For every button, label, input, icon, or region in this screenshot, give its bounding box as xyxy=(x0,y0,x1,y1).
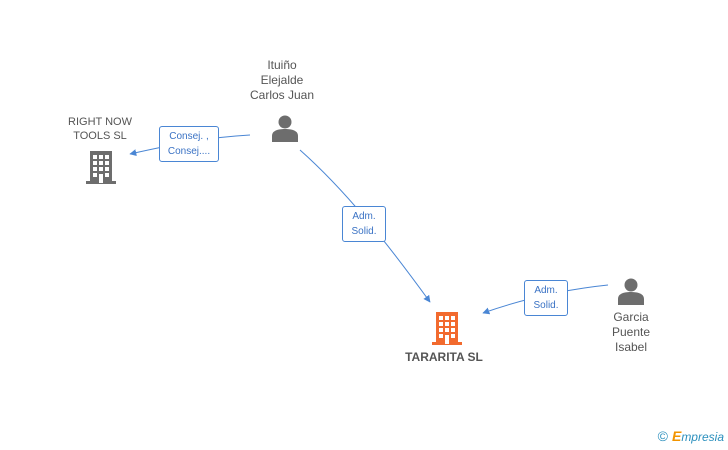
person-ituino-line3: Carlos Juan xyxy=(249,88,315,102)
edge-label-adm-solid-ituino-line1: Adm. xyxy=(352,211,376,222)
person-garcia-line1: Garcia xyxy=(613,310,649,324)
edge-label-adm-solid-garcia-line2: Solid. xyxy=(533,300,559,311)
company-right-now-line1: RIGHT NOW xyxy=(68,116,132,128)
person-garcia-line3: Isabel xyxy=(614,340,648,354)
building-icon[interactable] xyxy=(84,149,118,185)
edge-label-adm-solid-ituino[interactable]: Adm. Solid. xyxy=(342,206,386,242)
person-garcia-line2: Puente xyxy=(611,325,651,339)
edge-label-consej-line1: Consej. , xyxy=(169,131,209,142)
company-right-now-line2: TOOLS SL xyxy=(73,130,127,142)
person-icon[interactable] xyxy=(270,113,300,143)
company-right-now-label[interactable]: RIGHT NOW TOOLS SL xyxy=(50,115,150,143)
edge-label-adm-solid-garcia[interactable]: Adm. Solid. xyxy=(524,280,568,316)
person-ituino-label[interactable]: Ituiño Elejalde Carlos Juan xyxy=(232,58,332,103)
person-ituino-line1: Ituiño xyxy=(267,58,297,72)
edge-label-consej[interactable]: Consej. , Consej.... xyxy=(159,126,219,162)
person-icon[interactable] xyxy=(616,276,646,306)
person-garcia-label[interactable]: Garcia Puente Isabel xyxy=(594,310,668,355)
brand-first-letter: E xyxy=(671,428,682,444)
company-tararita-label[interactable]: TARARITA SL xyxy=(405,350,483,364)
empresia-logo: ©Empresia xyxy=(658,428,724,444)
edge-label-adm-solid-ituino-line2: Solid. xyxy=(351,226,377,237)
building-icon[interactable] xyxy=(430,310,464,346)
person-ituino-line2: Elejalde xyxy=(260,73,304,87)
copyright-symbol: © xyxy=(657,428,668,444)
brand-rest: mpresia xyxy=(681,430,724,444)
edge-label-adm-solid-garcia-line1: Adm. xyxy=(534,285,558,296)
edge-label-consej-line2: Consej.... xyxy=(167,146,211,157)
